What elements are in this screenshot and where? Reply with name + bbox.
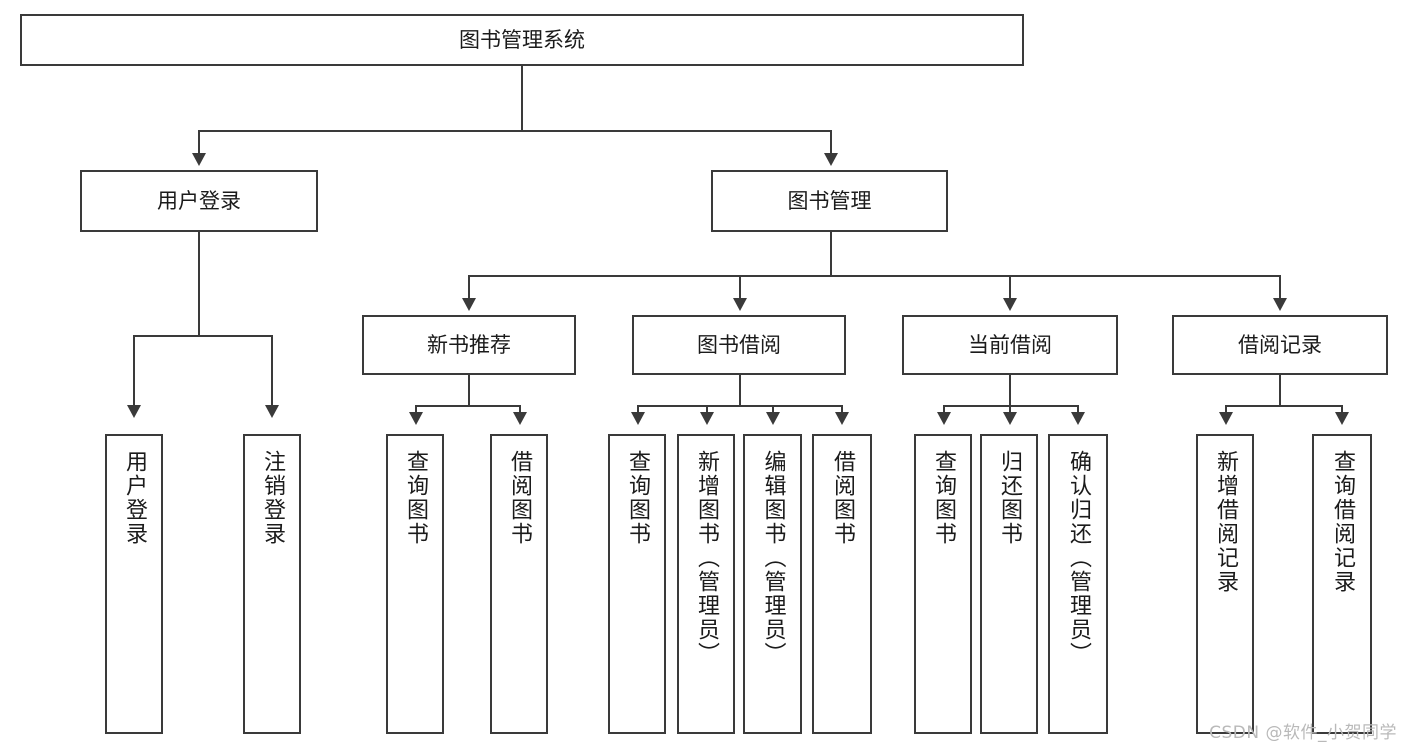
connector-bm-to-borrow-record xyxy=(1279,275,1281,300)
node-new-book-recommendation[interactable]: 新书推荐 xyxy=(362,315,576,375)
leaf-user-login[interactable]: 用户登录 xyxy=(105,434,163,734)
leaf-confirm-return-admin[interactable]: 确认归还（管理员） xyxy=(1048,434,1108,734)
node-user-login[interactable]: 用户登录 xyxy=(80,170,318,232)
node-book-borrowing[interactable]: 图书借阅 xyxy=(632,315,846,375)
connector-new-book-to-leaf-1 xyxy=(415,405,417,415)
arrow-cb-to-leaf-2 xyxy=(1003,412,1017,425)
connector-user-login-to-leaf-1 xyxy=(133,335,135,407)
arrow-root-to-user-login xyxy=(192,153,206,166)
connector-bb-to-leaf-3 xyxy=(772,405,774,415)
connector-book-management-bus xyxy=(468,275,1280,277)
node-label: 借阅图书 xyxy=(829,450,855,546)
leaf-borrow-book-borrowing[interactable]: 借阅图书 xyxy=(812,434,872,734)
arrow-user-login-to-leaf-1 xyxy=(127,405,141,418)
arrow-new-book-to-leaf-1 xyxy=(409,412,423,425)
connector-bb-to-leaf-1 xyxy=(637,405,639,415)
arrow-br-to-leaf-2 xyxy=(1335,412,1349,425)
node-label: 借阅图书 xyxy=(506,450,532,546)
connector-root-stem xyxy=(521,66,523,131)
node-label: 用户登录 xyxy=(121,450,147,546)
leaf-logout[interactable]: 注销登录 xyxy=(243,434,301,734)
leaf-return-book[interactable]: 归还图书 xyxy=(980,434,1038,734)
node-borrowing-record[interactable]: 借阅记录 xyxy=(1172,315,1388,375)
leaf-query-book-borrowing[interactable]: 查询图书 xyxy=(608,434,666,734)
leaf-add-borrowing-record[interactable]: 新增借阅记录 xyxy=(1196,434,1254,734)
connector-borrow-record-stem xyxy=(1279,375,1281,407)
connector-cb-to-leaf-1 xyxy=(943,405,945,415)
arrow-cb-to-leaf-1 xyxy=(937,412,951,425)
connector-bm-to-new-book xyxy=(468,275,470,300)
node-current-borrowing[interactable]: 当前借阅 xyxy=(902,315,1118,375)
leaf-query-book-current[interactable]: 查询图书 xyxy=(914,434,972,734)
connector-book-management-stem xyxy=(830,232,832,276)
arrow-bm-to-book-borrow xyxy=(733,298,747,311)
connector-user-login-bus xyxy=(133,335,272,337)
node-book-management[interactable]: 图书管理 xyxy=(711,170,948,232)
connector-bm-to-current-borrow xyxy=(1009,275,1011,300)
arrow-bb-to-leaf-3 xyxy=(766,412,780,425)
arrow-bm-to-current-borrow xyxy=(1003,298,1017,311)
connector-new-book-bus xyxy=(415,405,521,407)
connector-root-bus xyxy=(198,130,831,132)
arrow-root-to-book-management xyxy=(824,153,838,166)
node-label: 确认归还（管理员） xyxy=(1065,450,1091,666)
node-label: 查询图书 xyxy=(930,450,956,546)
leaf-borrow-book-recommendation[interactable]: 借阅图书 xyxy=(490,434,548,734)
node-label: 新增图书（管理员） xyxy=(693,450,719,666)
connector-br-to-leaf-1 xyxy=(1225,405,1227,415)
connector-new-book-to-leaf-2 xyxy=(519,405,521,415)
leaf-query-borrowing-record[interactable]: 查询借阅记录 xyxy=(1312,434,1372,734)
node-label: 查询借阅记录 xyxy=(1329,450,1355,594)
node-label: 图书管理系统 xyxy=(459,27,585,52)
leaf-edit-book-admin[interactable]: 编辑图书（管理员） xyxy=(743,434,802,734)
connector-bb-to-leaf-2 xyxy=(706,405,708,415)
connector-borrow-record-bus xyxy=(1225,405,1343,407)
leaf-add-book-admin[interactable]: 新增图书（管理员） xyxy=(677,434,735,734)
connector-user-login-to-leaf-2 xyxy=(271,335,273,407)
connector-cb-to-leaf-3 xyxy=(1077,405,1079,415)
arrow-bm-to-new-book xyxy=(462,298,476,311)
arrow-bb-to-leaf-4 xyxy=(835,412,849,425)
connector-br-to-leaf-2 xyxy=(1341,405,1343,415)
node-label: 当前借阅 xyxy=(968,332,1052,357)
connector-book-borrow-stem xyxy=(739,375,741,407)
connector-bb-to-leaf-4 xyxy=(841,405,843,415)
node-label: 新增借阅记录 xyxy=(1212,450,1238,594)
node-label: 图书管理 xyxy=(787,188,872,213)
node-label: 编辑图书（管理员） xyxy=(760,450,786,666)
connector-current-borrow-stem xyxy=(1009,375,1011,407)
node-label: 新书推荐 xyxy=(427,332,511,357)
node-label: 归还图书 xyxy=(996,450,1022,546)
arrow-bb-to-leaf-1 xyxy=(631,412,645,425)
node-label: 查询图书 xyxy=(624,450,650,546)
node-label: 查询图书 xyxy=(402,450,428,546)
connector-new-book-stem xyxy=(468,375,470,407)
leaf-query-book-recommendation[interactable]: 查询图书 xyxy=(386,434,444,734)
node-label: 注销登录 xyxy=(259,450,285,546)
arrow-br-to-leaf-1 xyxy=(1219,412,1233,425)
node-label: 用户登录 xyxy=(157,188,241,213)
connector-user-login-stem xyxy=(198,232,200,336)
arrow-cb-to-leaf-3 xyxy=(1071,412,1085,425)
connector-bm-to-book-borrow xyxy=(739,275,741,300)
arrow-user-login-to-leaf-2 xyxy=(265,405,279,418)
connector-root-to-book-management xyxy=(830,130,832,155)
connector-book-borrow-bus xyxy=(637,405,843,407)
arrow-new-book-to-leaf-2 xyxy=(513,412,527,425)
node-label: 借阅记录 xyxy=(1238,332,1322,357)
arrow-bm-to-borrow-record xyxy=(1273,298,1287,311)
connector-root-to-user-login xyxy=(198,130,200,155)
connector-cb-to-leaf-2 xyxy=(1009,405,1011,415)
node-label: 图书借阅 xyxy=(697,332,781,357)
node-root-book-management-system[interactable]: 图书管理系统 xyxy=(20,14,1024,66)
arrow-bb-to-leaf-2 xyxy=(700,412,714,425)
